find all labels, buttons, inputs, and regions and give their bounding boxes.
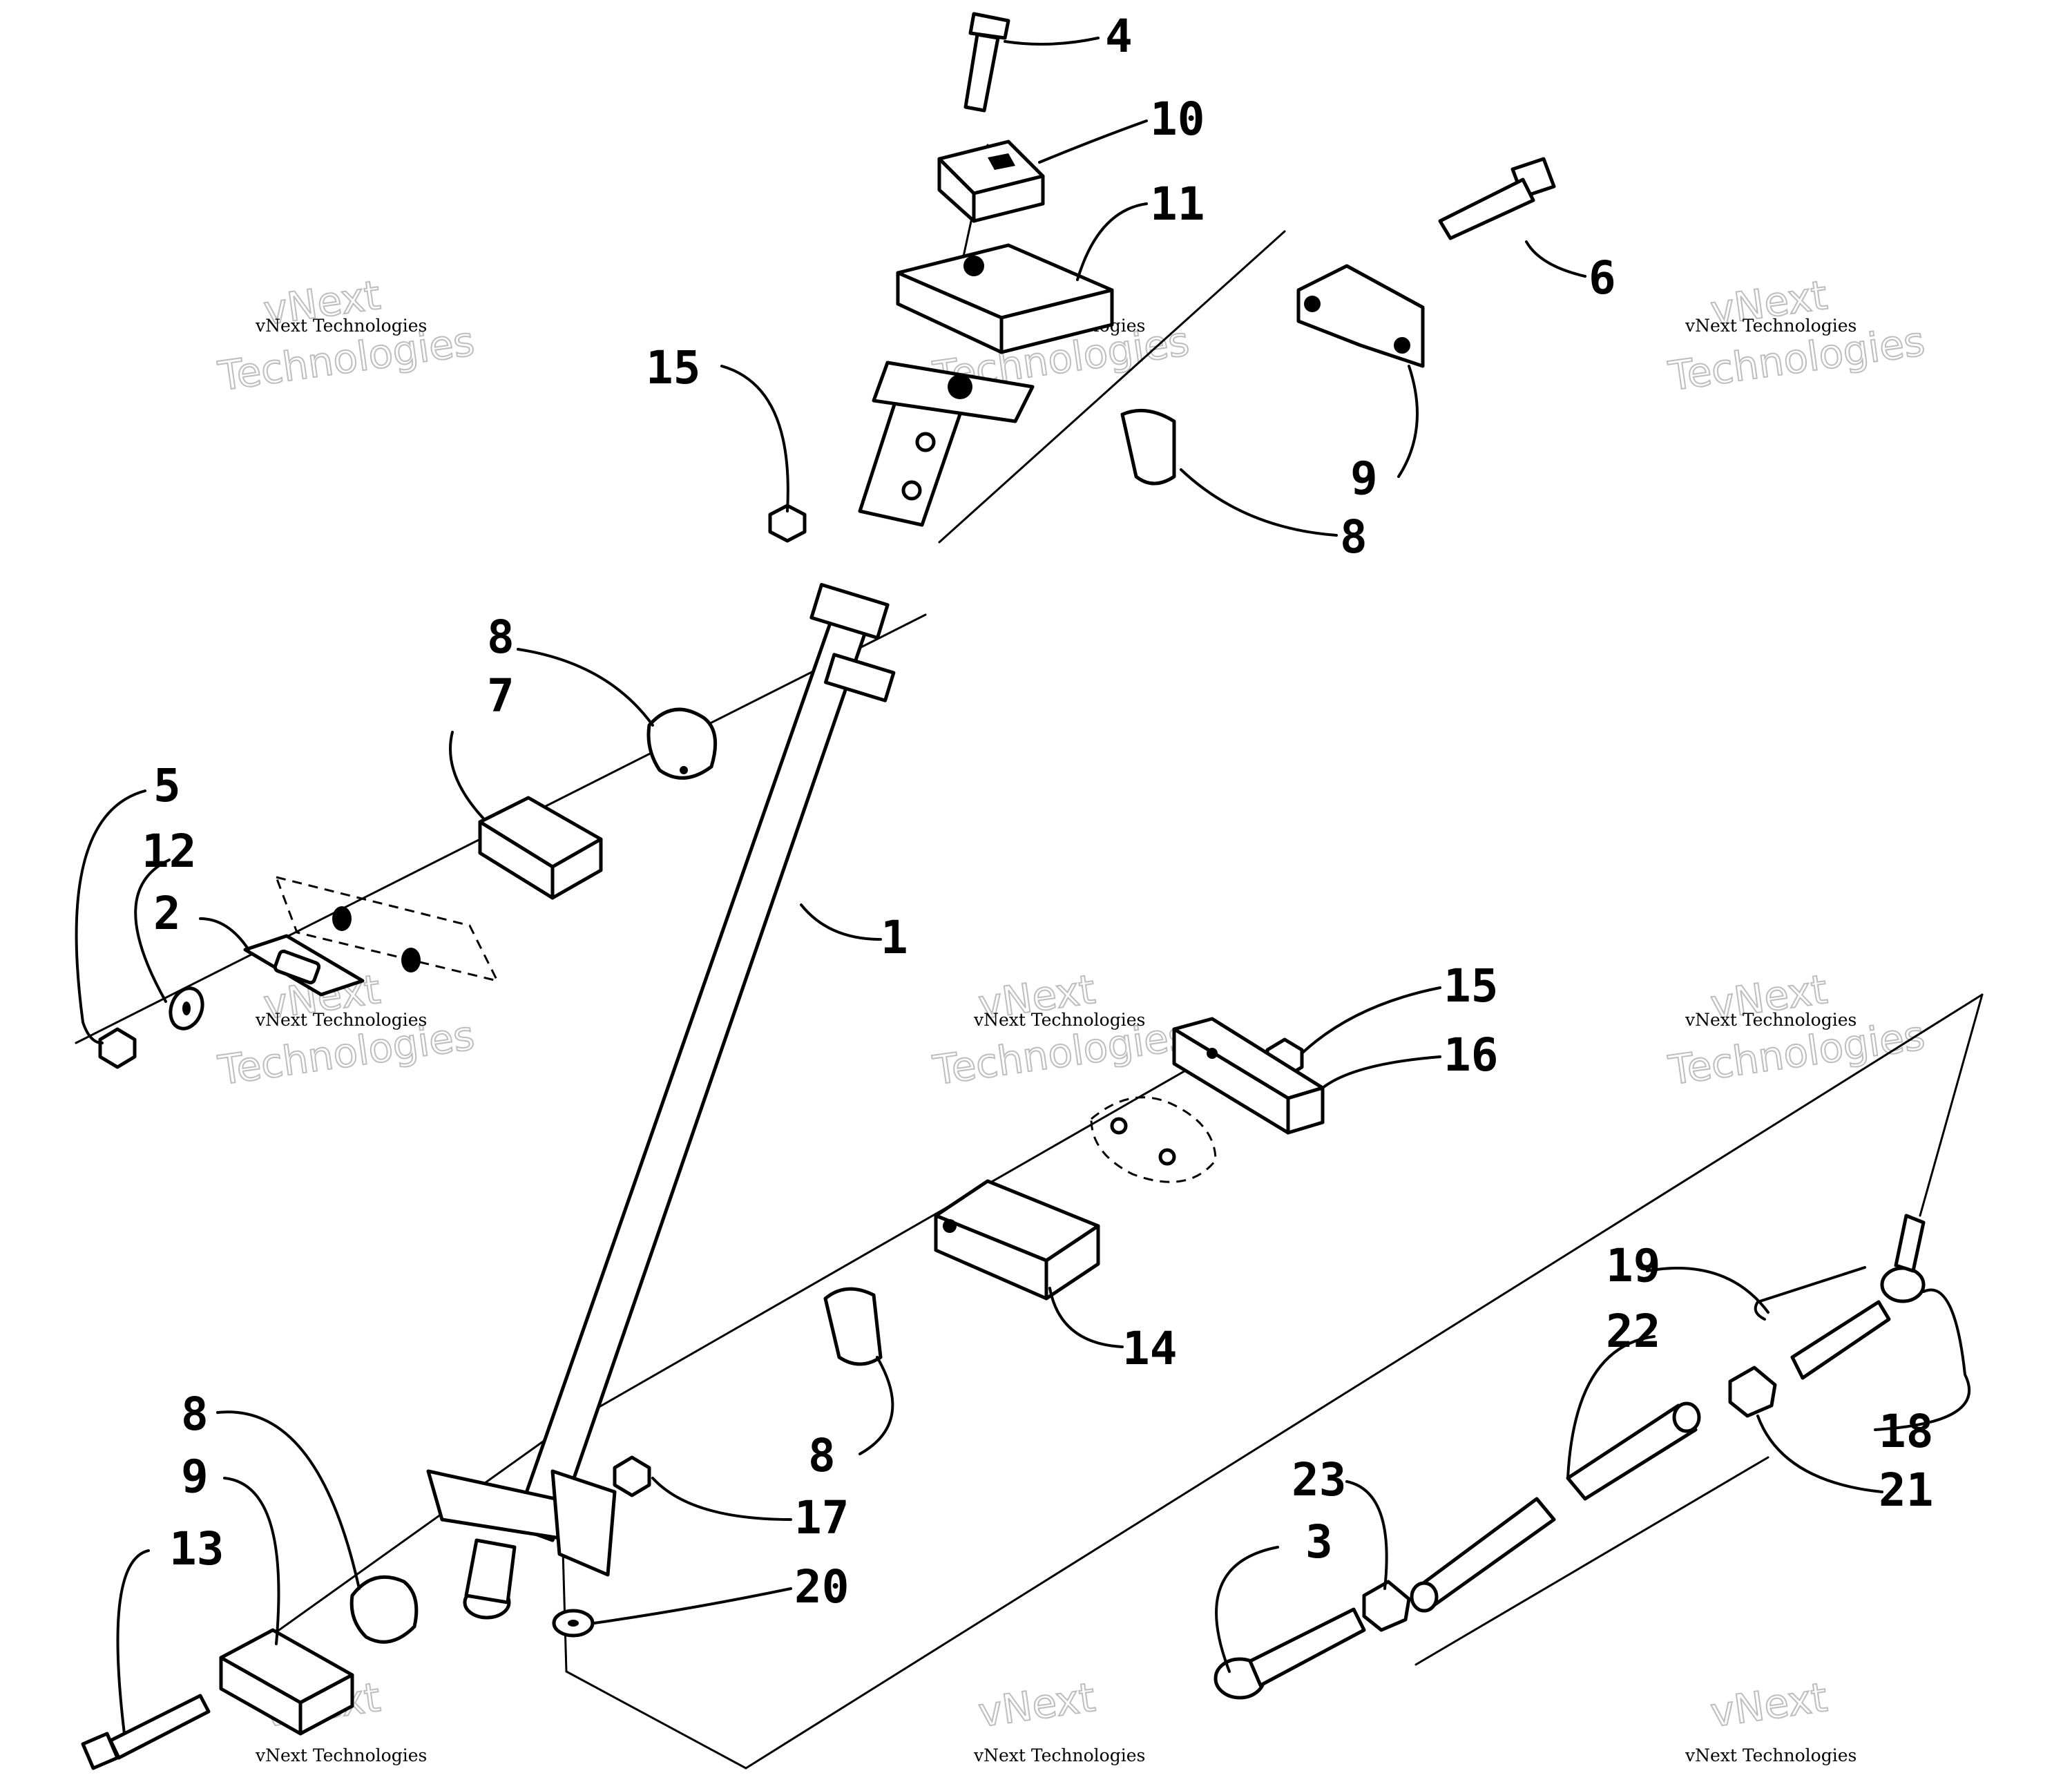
callout-15-middle: 15 — [1443, 959, 1498, 1013]
svg-text:vNext Technologies: vNext Technologies — [255, 1745, 427, 1765]
watermark-middle-center: vNext Technologies vNext Technologies — [929, 965, 1192, 1095]
callout-9-top: 9 — [1350, 452, 1378, 505]
callout-6: 6 — [1589, 251, 1616, 305]
bushing-8-left-upper — [646, 707, 718, 780]
watermark-bottom-middle: vNext vNext Technologies — [973, 1673, 1145, 1765]
svg-text:vNext Technologies: vNext Technologies — [1685, 316, 1857, 336]
svg-text:vNext Technologies: vNext Technologies — [973, 1745, 1145, 1765]
bolt-4 — [963, 12, 1010, 113]
spacer-ghost — [1090, 1096, 1217, 1183]
callout-22: 22 — [1606, 1305, 1660, 1358]
callout-3: 3 — [1305, 1515, 1333, 1569]
callout-8-middle: 8 — [808, 1429, 836, 1482]
cotter-pin-19 — [1754, 1266, 1866, 1321]
bolt-13 — [81, 1694, 211, 1770]
callout-21: 21 — [1879, 1464, 1933, 1517]
svg-text:vNext Technologies: vNext Technologies — [1685, 1745, 1857, 1765]
callout-4: 4 — [1105, 10, 1133, 63]
callout-19: 19 — [1606, 1239, 1660, 1292]
bolt-6 — [1438, 157, 1556, 240]
callout-18: 18 — [1879, 1405, 1933, 1458]
callout-15-top: 15 — [646, 341, 700, 394]
cap-14 — [934, 1179, 1100, 1301]
tie-rod-tube-22 — [1566, 1401, 1701, 1501]
tie-rod-tube-left — [1410, 1497, 1556, 1613]
leader-lines — [75, 37, 1970, 1735]
callout-7: 7 — [487, 669, 515, 722]
svg-text:vNext: vNext — [1707, 1674, 1830, 1736]
callout-9-bottom: 9 — [181, 1450, 209, 1503]
callout-5: 5 — [153, 759, 181, 812]
tie-rod-end-3 — [1214, 1607, 1366, 1700]
callout-10: 10 — [1150, 93, 1205, 146]
nut-5 — [98, 1027, 137, 1069]
bushing-8-middle — [823, 1287, 883, 1366]
callout-12: 12 — [142, 825, 196, 878]
watermark-middle-right: vNext Technologies vNext Technologies — [1665, 965, 1928, 1095]
svg-text:vNext Technologies: vNext Technologies — [1685, 1010, 1857, 1030]
bushing-8-top-right — [1120, 408, 1176, 486]
svg-text:vNext Technologies: vNext Technologies — [255, 316, 427, 336]
bushing-8-bottom — [349, 1575, 419, 1644]
watermark-top-left: vNext Technologies vNext Technologies — [214, 271, 477, 401]
watermark-top-right: vNext Technologies vNext Technologies — [1665, 271, 1928, 401]
jam-nut-21 — [1728, 1366, 1777, 1418]
callout-2: 2 — [153, 887, 181, 940]
callout-13: 13 — [169, 1522, 224, 1575]
svg-text:vNext: vNext — [975, 1674, 1097, 1736]
plate-2 — [243, 934, 365, 997]
callout-labels: 4 10 11 6 15 9 8 8 7 5 12 2 1 15 16 19 2… — [142, 10, 1933, 1613]
tie-rod-end-18 — [1790, 1214, 1926, 1380]
callout-14: 14 — [1122, 1322, 1177, 1375]
cap-10 — [937, 140, 1045, 223]
watermark-bottom-right: vNext vNext Technologies — [1685, 1673, 1857, 1765]
nut-17 — [613, 1455, 651, 1497]
callout-8-bottom: 8 — [181, 1388, 209, 1441]
svg-text:vNext Technologies: vNext Technologies — [255, 1010, 427, 1030]
frame-ghost — [274, 875, 499, 983]
washer-20 — [552, 1609, 595, 1638]
plate-16 — [1172, 1017, 1325, 1135]
callout-8-top-right: 8 — [1340, 510, 1368, 564]
callout-11: 11 — [1150, 178, 1205, 231]
callout-23: 23 — [1292, 1453, 1346, 1506]
cap-9-top — [1296, 264, 1425, 368]
washer-12 — [169, 986, 204, 1031]
steering-post-shaft — [426, 361, 1035, 1620]
clamp-11 — [896, 243, 1114, 354]
callout-17: 17 — [794, 1491, 849, 1544]
callout-8-left-upper: 8 — [487, 611, 515, 664]
callout-20: 20 — [794, 1560, 849, 1613]
callout-1: 1 — [881, 911, 908, 964]
callout-16: 16 — [1443, 1028, 1498, 1082]
cap-9-bottom — [219, 1628, 354, 1736]
svg-text:vNext Technologies: vNext Technologies — [973, 1010, 1145, 1030]
jam-nut-23 — [1362, 1580, 1411, 1632]
cap-7 — [478, 796, 603, 900]
